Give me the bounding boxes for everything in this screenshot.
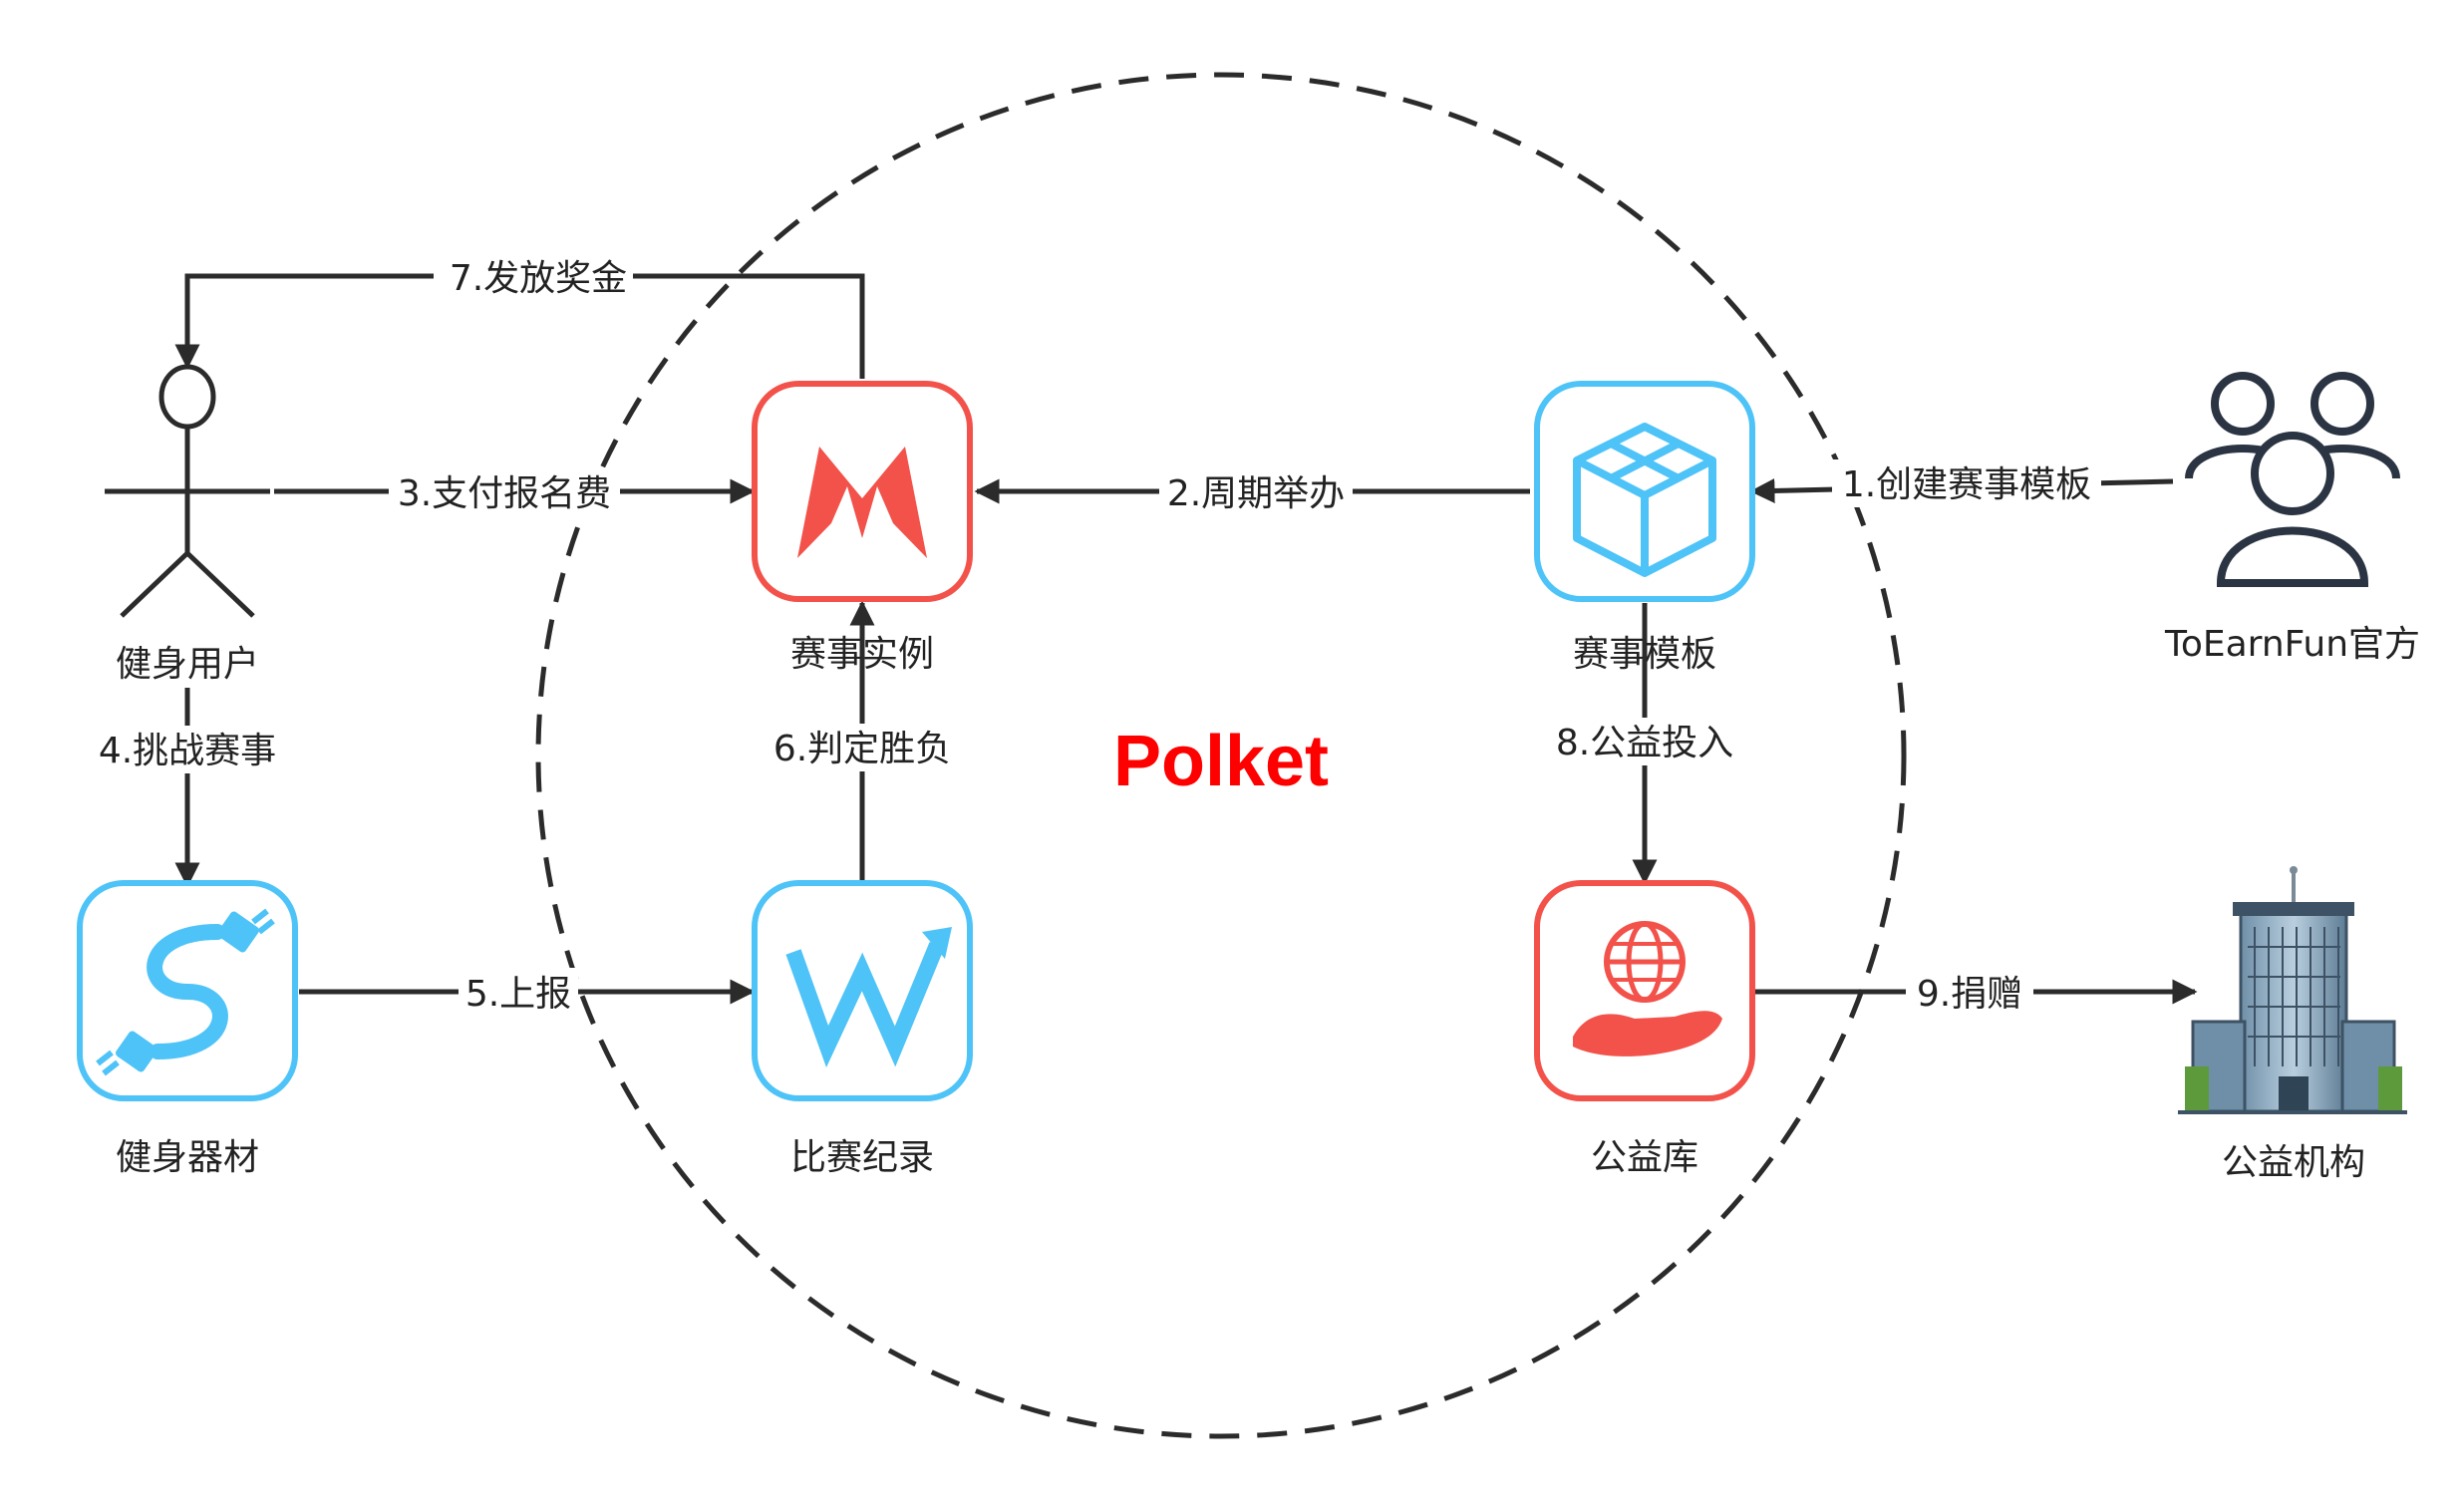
- edge-3-pay-entry-fee: 3.支付报名费: [274, 467, 756, 515]
- node-official[interactable]: ToEarnFun官方: [2164, 372, 2420, 665]
- cube-icon: [1573, 423, 1716, 577]
- office-building-icon: [2178, 866, 2407, 1114]
- svg-text:3.支付报名费: 3.支付报名费: [398, 473, 611, 514]
- m-logo-icon: [797, 447, 927, 558]
- polket-boundary-circle: [535, 72, 1907, 1439]
- edge-2-periodic-hosting: 2.周期举办: [974, 467, 1530, 515]
- edge-8-charity-input: 8.公益投入: [1543, 603, 1746, 885]
- svg-text:6.判定胜负: 6.判定胜负: [773, 729, 951, 769]
- user-group-icon: [2185, 372, 2400, 587]
- node-match-record[interactable]: 比赛纪录: [752, 880, 973, 1178]
- edge-1-create-template: 1.创建赛事模板: [1749, 459, 2174, 507]
- edge-4-take-challenge: 4.挑战赛事: [88, 688, 287, 888]
- node-label: 健身用户: [116, 644, 259, 685]
- svg-text:8.公益投入: 8.公益投入: [1556, 723, 1733, 763]
- svg-text:7.发放奖金: 7.发放奖金: [450, 258, 627, 299]
- node-label: ToEarnFun官方: [2164, 624, 2420, 665]
- node-charity-pool[interactable]: 公益库: [1534, 880, 1755, 1178]
- edge-7-pay-bonus: 7.发放奖金: [174, 252, 865, 379]
- node-charity-org[interactable]: 公益机构: [2178, 866, 2407, 1183]
- node-label: 赛事模板: [1573, 634, 1716, 675]
- node-label: 比赛纪录: [790, 1137, 934, 1178]
- svg-text:1.创建赛事模板: 1.创建赛事模板: [1842, 464, 2091, 505]
- svg-text:9.捐赠: 9.捐赠: [1917, 974, 2022, 1015]
- svg-text:5.上报: 5.上报: [465, 974, 571, 1015]
- edge-5-report: 5.上报: [299, 968, 756, 1016]
- node-label: 公益库: [1591, 1137, 1698, 1178]
- edge-6-decide-result: 6.判定胜负: [760, 600, 965, 882]
- node-label: 公益机构: [2222, 1142, 2365, 1183]
- w-trend-arrow-icon: [785, 927, 952, 1068]
- svg-text:4.挑战赛事: 4.挑战赛事: [99, 731, 276, 771]
- cable-connector-icon: [96, 908, 275, 1076]
- globe-in-hand-icon: [1573, 921, 1722, 1057]
- svg-text:2.周期举办: 2.周期举办: [1167, 473, 1345, 514]
- edge-9-donate: 9.捐赠: [1754, 968, 2198, 1016]
- node-label: 赛事实例: [790, 634, 934, 675]
- center-title: Polket: [1113, 722, 1329, 801]
- node-label: 健身器材: [116, 1137, 259, 1178]
- node-fitness-equipment[interactable]: 健身器材: [77, 880, 298, 1178]
- node-match-instance[interactable]: 赛事实例: [752, 381, 973, 675]
- node-fitness-user[interactable]: 健身用户: [105, 364, 270, 685]
- node-match-template[interactable]: 赛事模板: [1534, 381, 1755, 675]
- stick-figure-actor-icon: [105, 364, 270, 618]
